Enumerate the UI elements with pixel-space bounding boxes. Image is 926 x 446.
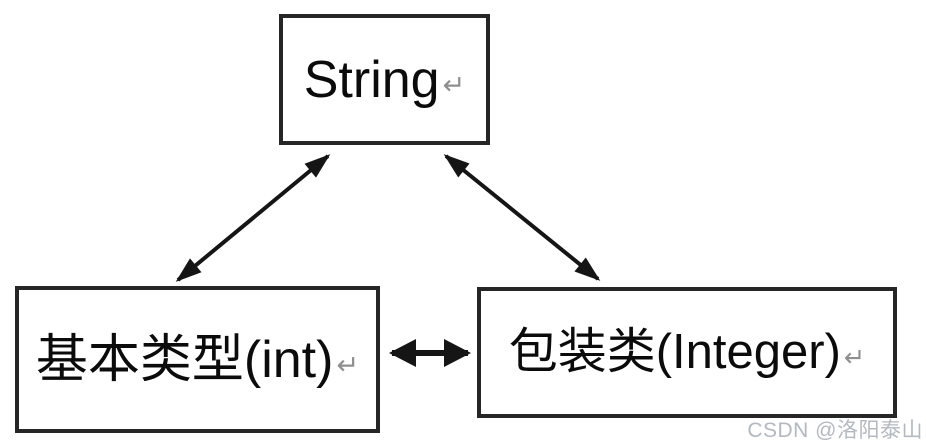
node-primitive-int: 基本类型(int)↵ <box>15 286 380 433</box>
return-mark-icon: ↵ <box>843 343 866 372</box>
arrow-primitive-string <box>175 154 331 282</box>
csdn-watermark: CSDN @洛阳泰山 <box>747 419 923 442</box>
node-string: String↵ <box>279 14 490 145</box>
node-wrapper-integer-label: 包装类(Integer) <box>508 325 841 379</box>
node-string-label: String <box>303 50 440 109</box>
return-mark-icon: ↵ <box>442 69 466 100</box>
arrow-wrapper-string <box>443 154 601 281</box>
node-primitive-int-label: 基本类型(int) <box>35 330 334 389</box>
node-wrapper-integer: 包装类(Integer)↵ <box>477 287 897 418</box>
return-mark-icon: ↵ <box>336 349 360 380</box>
